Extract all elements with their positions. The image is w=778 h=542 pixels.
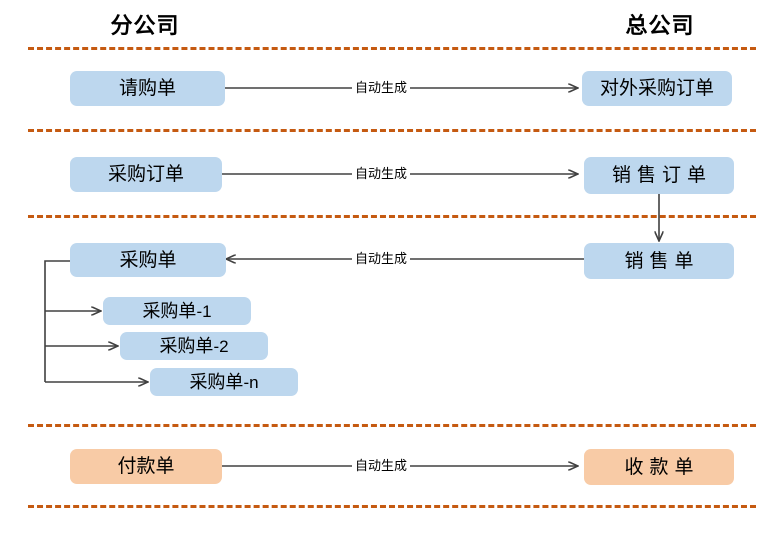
sub-node-suffix-n: -n (243, 372, 259, 392)
section-divider-5 (28, 505, 756, 508)
column-title-branch-company: 分公司 (110, 13, 180, 38)
node-receipt-voucher[interactable]: 收款单 (584, 449, 734, 485)
node-purchase-order[interactable]: 采购订单 (70, 157, 222, 192)
node-purchase-receipt-1[interactable]: 采购单-1 (103, 297, 251, 325)
node-external-purchase-order[interactable]: 对外采购订单 (582, 71, 732, 106)
sub-node-base-1: 采购单 (142, 301, 197, 321)
node-requisition[interactable]: 请购单 (70, 71, 225, 106)
sub-node-base-2: 采购单 (159, 336, 214, 356)
sub-node-suffix-1: -1 (196, 301, 212, 321)
sub-node-base-n: 采购单 (189, 372, 244, 392)
node-purchase-receipt-n[interactable]: 采购单-n (150, 368, 298, 396)
edge-label-auto-generate-3: 自动生成 (352, 252, 411, 265)
section-divider-2 (28, 129, 756, 132)
edge-label-auto-generate-2: 自动生成 (352, 167, 411, 180)
edge-label-auto-generate-1: 自动生成 (352, 81, 411, 94)
section-divider-4 (28, 424, 756, 427)
node-purchase-receipt-2[interactable]: 采购单-2 (120, 332, 268, 360)
column-title-head-company: 总公司 (625, 13, 695, 38)
node-payment-voucher[interactable]: 付款单 (70, 449, 222, 484)
node-sales-order[interactable]: 销售订单 (584, 157, 734, 194)
node-purchase-receipt[interactable]: 采购单 (70, 243, 226, 277)
section-divider-1 (28, 47, 756, 50)
edge-label-auto-generate-4: 自动生成 (352, 459, 411, 472)
sub-node-suffix-2: -2 (213, 336, 229, 356)
node-sales-receipt[interactable]: 销售单 (584, 243, 734, 279)
section-divider-3 (28, 215, 756, 218)
